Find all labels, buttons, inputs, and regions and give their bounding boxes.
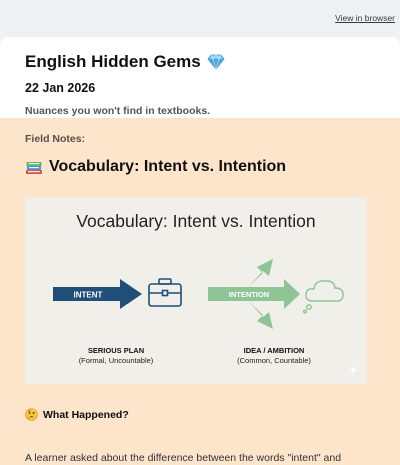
sparkle-icon — [348, 365, 358, 375]
tagline: Nuances you won't find in textbooks. — [25, 105, 211, 117]
vocabulary-illustration: Vocabulary: Intent vs. Intention INTENT — [25, 197, 367, 384]
intent-arrow — [53, 279, 142, 309]
content-section: Field Notes: Vocabulary: Intent vs. Inte… — [0, 118, 400, 465]
gem-icon — [207, 54, 225, 70]
intention-arrow-label: INTENTION — [229, 290, 269, 299]
section-title: Vocabulary: Intent vs. Intention — [25, 158, 286, 176]
intention-arrows — [208, 259, 300, 329]
what-happened-heading: What Happened? — [25, 408, 129, 421]
issue-date: 22 Jan 2026 — [25, 81, 96, 95]
illustration-heading: Vocabulary: Intent vs. Intention — [76, 211, 315, 231]
intention-caption-sub: (Common, Countable) — [237, 356, 311, 365]
view-in-browser-link[interactable]: View in browser — [335, 13, 395, 23]
what-happened-title: What Happened? — [43, 408, 129, 421]
thinking-face-icon — [25, 408, 38, 421]
newsletter-title-text: English Hidden Gems — [25, 52, 201, 71]
briefcase-icon — [148, 278, 182, 307]
what-happened-paragraph: A learner asked about the difference bet… — [25, 452, 342, 464]
field-notes-label: Field Notes: — [25, 133, 86, 145]
thought-cloud-icon — [303, 280, 344, 314]
newsletter-header: English Hidden Gems 22 Jan 2026 Nuances … — [0, 37, 400, 118]
intent-caption-sub: (Formal, Uncountable) — [79, 356, 154, 365]
top-bar: View in browser — [0, 0, 400, 37]
intent-caption-title: SERIOUS PLAN — [88, 346, 144, 355]
books-icon — [26, 162, 42, 174]
intention-caption-title: IDEA / AMBITION — [244, 346, 305, 355]
newsletter-title: English Hidden Gems — [25, 51, 375, 73]
intent-arrow-label: INTENT — [74, 291, 103, 300]
newsletter-card: English Hidden Gems 22 Jan 2026 Nuances … — [0, 37, 400, 465]
section-title-text: Vocabulary: Intent vs. Intention — [49, 158, 287, 175]
